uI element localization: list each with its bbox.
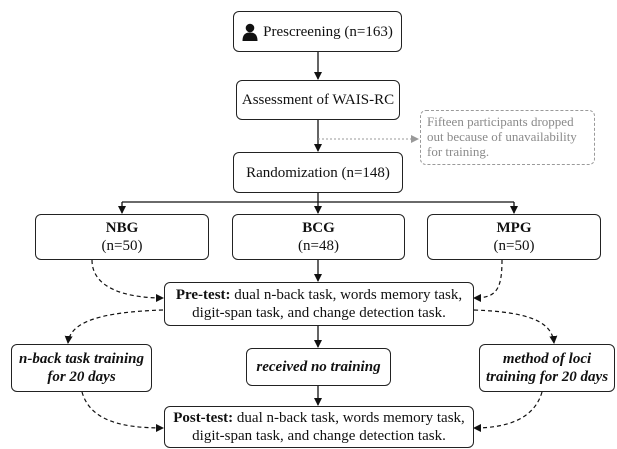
group-mpg-name: MPG bbox=[496, 220, 532, 236]
arrow-nbg-to-pretest bbox=[91, 259, 164, 302]
arrow-mpg-to-pretest bbox=[473, 259, 503, 302]
group-bcg-box: BCG (n=48) bbox=[232, 214, 405, 260]
posttest-heading: Post-test: bbox=[173, 410, 234, 426]
pretest-box: Pre-test: dual n-back task, words memory… bbox=[164, 282, 474, 326]
group-mpg-count: (n=50) bbox=[493, 238, 535, 254]
training-nbg-box: n-back task training for 20 days bbox=[11, 344, 152, 392]
training-nbg-line-2: for 20 days bbox=[47, 369, 116, 385]
training-mpg-box: method of loci training for 20 days bbox=[479, 344, 615, 392]
arrow-nbg-training-to-posttest bbox=[81, 391, 164, 432]
pretest-heading: Pre-test: bbox=[175, 287, 231, 303]
dropout-note-line-3: for training. bbox=[427, 144, 490, 159]
posttest-text-1: dual n-back task, words memory task, bbox=[233, 410, 465, 426]
arrow-pretest-to-mpg-training bbox=[473, 309, 558, 344]
training-bcg-line-1: received no training bbox=[256, 359, 381, 375]
arrow-mpg-training-to-posttest bbox=[473, 391, 543, 432]
group-nbg-name: NBG bbox=[105, 220, 139, 236]
training-mpg-line-2: training for 20 days bbox=[485, 369, 609, 385]
posttest-text-2: digit-span task, and change detection ta… bbox=[192, 428, 446, 444]
training-mpg-line-1: method of loci bbox=[502, 351, 592, 367]
assessment-label: Assessment of WAIS-RC bbox=[241, 92, 395, 108]
person-icon bbox=[242, 23, 258, 41]
training-nbg-line-1: n-back task training bbox=[18, 351, 145, 367]
pretest-text-2: digit-span task, and change detection ta… bbox=[192, 305, 446, 321]
group-nbg-box: NBG (n=50) bbox=[35, 214, 209, 260]
arrow-pretest-to-nbg-training bbox=[64, 309, 164, 344]
randomization-box: Randomization (n=148) bbox=[233, 152, 403, 193]
assessment-box: Assessment of WAIS-RC bbox=[236, 80, 400, 120]
prescreening-box: Prescreening (n=163) bbox=[233, 11, 402, 52]
training-bcg-box: received no training bbox=[246, 348, 391, 386]
dropout-note: Fifteen participants dropped out because… bbox=[420, 110, 595, 165]
dropout-note-line-1: Fifteen participants dropped bbox=[427, 114, 574, 129]
group-bcg-name: BCG bbox=[302, 220, 335, 236]
group-nbg-count: (n=50) bbox=[101, 238, 143, 254]
pretest-line-1: Pre-test: dual n-back task, words memory… bbox=[176, 286, 462, 304]
posttest-line-1: Post-test: dual n-back task, words memor… bbox=[173, 409, 465, 427]
group-mpg-box: MPG (n=50) bbox=[427, 214, 601, 260]
group-bcg-count: (n=48) bbox=[298, 238, 339, 254]
posttest-box: Post-test: dual n-back task, words memor… bbox=[164, 406, 474, 448]
pretest-text-1: dual n-back task, words memory task, bbox=[230, 287, 463, 303]
dropout-note-line-2: out because of unavailability bbox=[427, 129, 577, 144]
randomization-label: Randomization (n=148) bbox=[246, 164, 390, 181]
prescreening-label: Prescreening (n=163) bbox=[263, 23, 393, 40]
